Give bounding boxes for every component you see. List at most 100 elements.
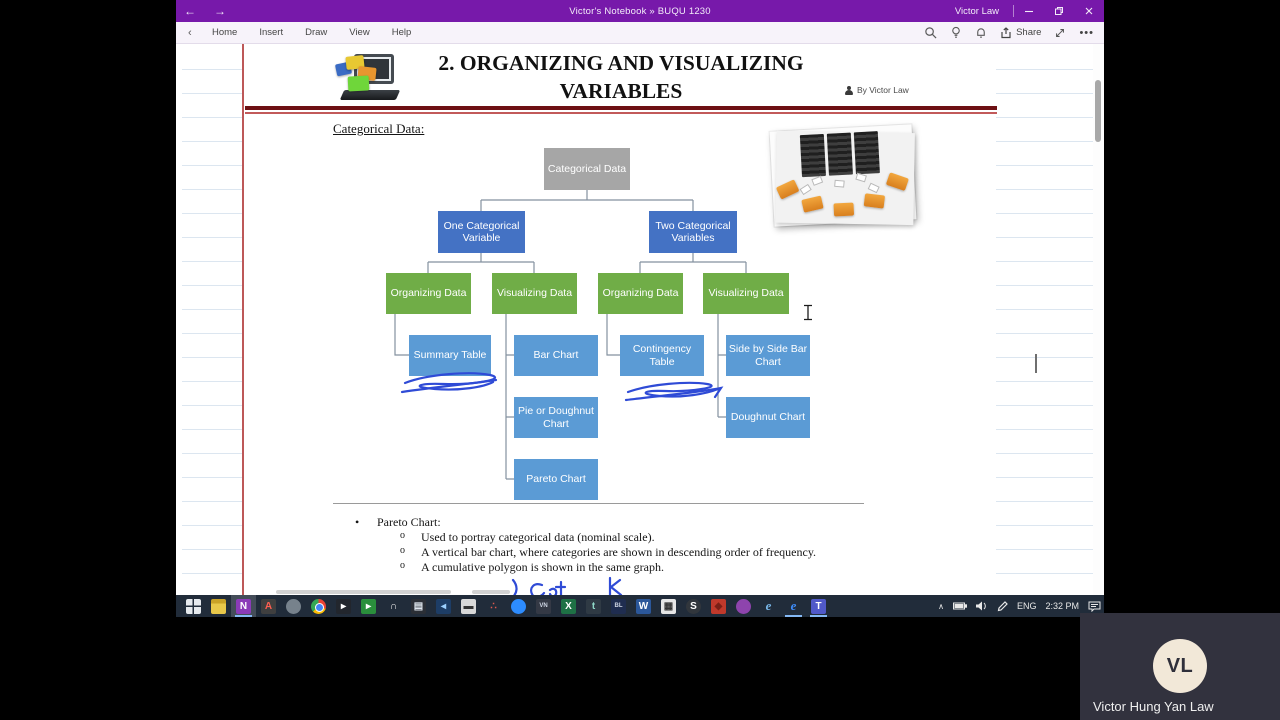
forward-icon[interactable]: → <box>214 4 226 18</box>
chrome-icon[interactable] <box>306 595 331 617</box>
start-icon[interactable] <box>181 595 206 617</box>
zoom-icon[interactable] <box>506 595 531 617</box>
search-icon[interactable] <box>924 26 937 39</box>
flowchart-node-pie-or-doughnut-chart[interactable]: Pie or Doughnut Chart <box>514 397 598 438</box>
page-canvas[interactable]: 2. ORGANIZING AND VISUALIZING VARIABLES … <box>176 44 1104 595</box>
word-icon[interactable]: W <box>631 595 656 617</box>
bullet-marker: • <box>355 515 360 529</box>
more-options-icon[interactable]: ••• <box>1079 26 1094 39</box>
tab-insert[interactable]: Insert <box>259 27 284 38</box>
collapsed-cursor-mark <box>1035 354 1037 373</box>
text-cursor <box>804 304 812 321</box>
laptop-folders-clipart <box>334 54 401 102</box>
close-button[interactable] <box>1074 0 1104 22</box>
byline-text: By Victor Law <box>857 85 909 95</box>
flowchart-node-doughnut-chart[interactable]: Doughnut Chart <box>726 397 810 438</box>
flowchart-node-two-categorical-variables[interactable]: Two Categorical Variables <box>649 211 737 253</box>
headset-icon[interactable]: ∩ <box>389 600 398 612</box>
steam-icon[interactable] <box>281 595 306 617</box>
account-name[interactable]: Victor Law <box>954 5 999 17</box>
paper-shape <box>811 175 824 186</box>
vn-app-icon[interactable]: VN <box>531 595 556 617</box>
restore-button[interactable] <box>1044 0 1074 22</box>
byline: By Victor Law <box>844 85 909 95</box>
tab-help[interactable]: Help <box>391 27 412 38</box>
media-player-icon[interactable]: ◂ <box>431 595 456 617</box>
bullet-heading: Pareto Chart: <box>377 515 441 529</box>
tab-draw[interactable]: Draw <box>305 27 328 38</box>
action-center-icon[interactable] <box>1088 601 1101 612</box>
flowchart-node-bar-chart[interactable]: Bar Chart <box>514 335 598 376</box>
content-divider <box>333 503 864 504</box>
flowchart-node-visualizing-data-1[interactable]: Visualizing Data <box>492 273 577 314</box>
edge-icon[interactable]: e <box>781 595 806 617</box>
flowchart-node-pareto-chart[interactable]: Pareto Chart <box>514 459 598 500</box>
clock[interactable]: 2:32 PM <box>1045 601 1079 611</box>
movies-tv-icon[interactable]: ▸ <box>331 595 356 617</box>
titlebar-separator <box>1013 5 1014 17</box>
speaker-icon[interactable] <box>975 601 988 611</box>
dev-app-icon[interactable]: t <box>581 595 606 617</box>
flowchart-connectors <box>394 190 747 480</box>
window-title: Victor's Notebook » BUQU 1230 <box>569 5 711 17</box>
pen-icon[interactable] <box>997 600 1008 612</box>
clipped-text-remnant <box>472 590 510 594</box>
server-tower <box>826 132 853 176</box>
ruled-lines <box>996 44 1093 595</box>
orange-folder <box>801 195 824 213</box>
share-label: Share <box>1016 27 1042 38</box>
calculator-icon[interactable]: ▦ <box>656 595 681 617</box>
fullscreen-icon[interactable] <box>1054 27 1066 39</box>
file-explorer-icon[interactable] <box>206 595 231 617</box>
screen-marker-icon[interactable]: ∴ <box>490 600 497 612</box>
scrollbar-track[interactable] <box>1093 44 1104 595</box>
flowchart-node-organizing-data-1[interactable]: Organizing Data <box>386 273 471 314</box>
minimize-button[interactable] <box>1014 0 1044 22</box>
back-icon[interactable]: ← <box>184 4 196 18</box>
flowchart-node-contingency-table[interactable]: Contingency Table <box>620 335 704 376</box>
map-pin-icon[interactable] <box>731 595 756 617</box>
ruled-lines <box>182 44 242 595</box>
excel-icon[interactable]: X <box>556 595 581 617</box>
orange-folder <box>775 179 800 200</box>
onenote-icon[interactable]: N <box>231 595 256 617</box>
flowchart-node-side-by-side-bar-chart[interactable]: Side by Side Bar Chart <box>726 335 810 376</box>
lightbulb-icon[interactable] <box>950 26 962 39</box>
orange-folder <box>885 172 909 192</box>
film-clapper-icon[interactable]: ▬ <box>456 595 481 617</box>
header-rule-thin <box>245 112 997 114</box>
bullet-item: Used to portray categorical data (nomina… <box>421 530 655 544</box>
flowchart-node-visualizing-data-2[interactable]: Visualizing Data <box>703 273 789 314</box>
acrobat-icon[interactable]: A <box>256 595 281 617</box>
notifications-bell-icon[interactable] <box>975 26 987 39</box>
media-play-icon[interactable]: ▸ <box>356 595 381 617</box>
skype-icon[interactable]: S <box>681 595 706 617</box>
language-indicator[interactable]: ENG <box>1016 601 1037 611</box>
page-title-line1: 2. ORGANIZING AND VISUALIZING <box>438 51 804 75</box>
red-app-icon[interactable]: ◆ <box>706 595 731 617</box>
scrollbar-thumb[interactable] <box>1095 80 1101 142</box>
share-button[interactable]: Share <box>1000 26 1042 39</box>
flowchart-node-one-categorical-variable[interactable]: One Categorical Variable <box>438 211 525 253</box>
flowchart-node-summary-table[interactable]: Summary Table <box>409 335 491 376</box>
flowchart-node-organizing-data-2[interactable]: Organizing Data <box>598 273 683 314</box>
paper-shape <box>867 182 880 194</box>
webcam-tile[interactable]: VL Victor Hung Yan Law <box>1080 613 1280 720</box>
collapse-nav-icon[interactable]: ‹ <box>188 26 192 39</box>
orange-folder <box>863 193 886 209</box>
tab-view[interactable]: View <box>349 27 370 38</box>
teams-icon[interactable]: T <box>806 595 831 617</box>
battery-icon[interactable] <box>952 602 967 610</box>
tray-chevron-up-icon[interactable]: ∧ <box>938 601 944 611</box>
paper-shape <box>799 183 812 196</box>
bullet-item: A cumulative polygon is shown in the sam… <box>421 560 664 574</box>
flowchart-node-categorical-data[interactable]: Categorical Data <box>544 148 630 190</box>
blackboard-icon[interactable]: BL <box>606 595 631 617</box>
network-folders-clipart <box>769 124 917 227</box>
tab-home[interactable]: Home <box>212 27 238 38</box>
page-title: 2. ORGANIZING AND VISUALIZING VARIABLES <box>356 49 886 105</box>
internet-explorer-icon[interactable]: e <box>765 598 772 613</box>
sub-bullet-marker: o <box>400 545 405 556</box>
notes-app-icon[interactable]: ▤ <box>406 595 431 617</box>
participant-name: Victor Hung Yan Law <box>1093 699 1214 714</box>
